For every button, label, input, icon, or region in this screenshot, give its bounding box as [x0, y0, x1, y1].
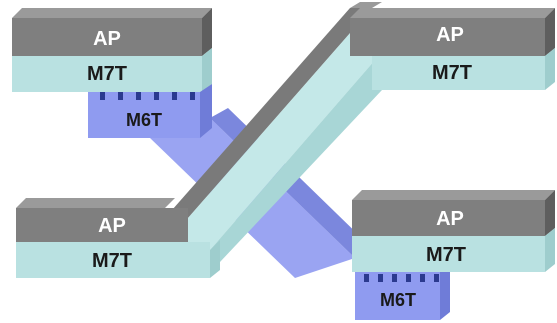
ap-top-face: [12, 8, 212, 18]
ap-label: AP: [93, 28, 121, 50]
ap-front-face: [350, 18, 545, 56]
m7t-diagonal: [188, 8, 382, 250]
m7t-label: M7T: [426, 244, 466, 266]
m7t-side-face: [545, 48, 555, 90]
m7t-front-face: [16, 242, 210, 278]
m6t-label: M6T: [126, 110, 162, 130]
m6t-label: M6T: [380, 290, 416, 310]
m7t-label: M7T: [432, 62, 472, 84]
ap-front-face: [352, 200, 545, 236]
m7t-label: M7T: [87, 63, 127, 85]
ap-front-face: [16, 208, 188, 242]
m7t-front-face: [12, 56, 202, 92]
m7t-side-face: [210, 240, 220, 278]
m7t-side-face: [545, 228, 555, 272]
m7t-front-face: [352, 236, 545, 272]
ap-side-face: [202, 8, 212, 56]
ap-side-face: [545, 190, 555, 236]
ap-front-face: [12, 18, 202, 56]
ap-top-face: [350, 8, 555, 18]
ap-side-face: [545, 8, 555, 56]
m6t-block-right: M6T: [355, 264, 450, 320]
crossing-strip: [165, 2, 382, 262]
m7t-side-face: [202, 48, 212, 92]
stack-bottom-left: AP M7T: [16, 198, 220, 278]
stack-top-right: AP M7T: [350, 8, 555, 90]
m6t-side-face: [200, 84, 212, 138]
m7t-label: M7T: [92, 250, 132, 272]
ap-top-face: [352, 190, 555, 200]
m6t-block-left: M6T: [88, 84, 212, 138]
stack-bottom-right: AP M7T: [352, 190, 555, 272]
m6t-front-face: [88, 92, 200, 138]
stack-top-left: AP M7T: [12, 8, 212, 92]
ap-label: AP: [436, 24, 464, 46]
ap-label: AP: [436, 208, 464, 230]
ap-label: AP: [98, 215, 126, 237]
ap-diagonal: [165, 8, 372, 218]
m6t-front-face: [355, 272, 440, 320]
via-row: [364, 274, 439, 282]
m7t-front-face: [372, 56, 545, 90]
ap-top-face: [16, 198, 175, 208]
m6t-side-face: [440, 264, 450, 320]
via-row: [100, 92, 195, 100]
